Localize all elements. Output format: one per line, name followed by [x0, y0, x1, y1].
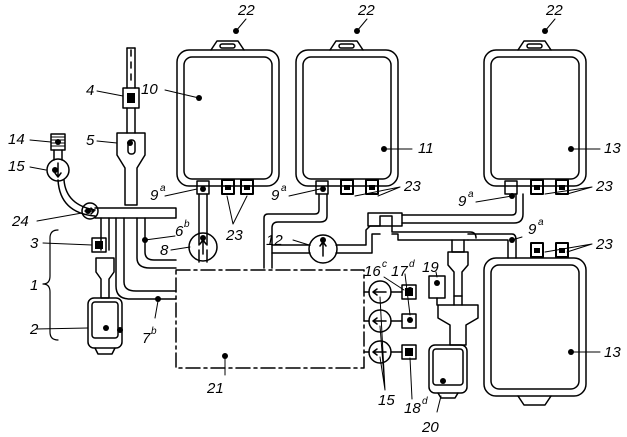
labels: 22 22 22 4 10 5 14 15 11 13 9 a 9 a 9 a …: [8, 2, 621, 436]
label-6b-sup: b: [184, 219, 190, 230]
label-16c: 16: [364, 263, 381, 280]
label-9a-1-sup: a: [160, 183, 166, 194]
label-10: 10: [141, 81, 158, 98]
label-23-d: 23: [595, 236, 613, 253]
label-5: 5: [86, 132, 95, 149]
bag-13-top: [483, 40, 587, 195]
label-11: 11: [418, 140, 434, 157]
label-9a-2: 9: [271, 187, 280, 204]
label-21: 21: [206, 380, 224, 397]
label-16c-sup: c: [382, 259, 387, 270]
label-6b: 6: [175, 223, 184, 240]
bag-13-bottom: [483, 257, 587, 406]
joint-dots: [52, 28, 574, 384]
leader-lines: [29, 18, 601, 413]
bag-20: [428, 344, 468, 399]
label-1: 1: [30, 277, 38, 294]
bracket-1: [42, 229, 59, 341]
label-9a-3: 9: [458, 193, 467, 210]
label-9a-2-sup: a: [281, 183, 287, 194]
label-3: 3: [30, 235, 39, 252]
ports-bag-13-bottom: [530, 242, 569, 258]
label-23-c: 23: [225, 227, 243, 244]
label-24: 24: [11, 213, 29, 230]
label-13-b: 13: [604, 344, 621, 361]
label-8: 8: [160, 242, 169, 259]
label-2: 2: [29, 321, 39, 338]
label-22-b: 22: [357, 2, 375, 19]
label-14: 14: [8, 131, 25, 148]
ports-bag-11: [340, 179, 379, 195]
bag-11: [295, 40, 399, 195]
label-15-left: 15: [8, 158, 25, 175]
label-9a-4: 9: [528, 221, 537, 238]
label-15-right: 15: [378, 392, 395, 409]
label-23-a: 23: [403, 178, 421, 195]
component-14: [50, 133, 66, 161]
label-7b: 7: [142, 330, 151, 347]
label-7b-sup: b: [151, 326, 157, 337]
label-17d-sup: d: [409, 259, 415, 270]
label-20: 20: [421, 419, 439, 436]
label-17d: 17: [391, 263, 408, 280]
label-18d-sup: d: [422, 396, 428, 407]
label-9a-1: 9: [150, 187, 159, 204]
bag-2: [87, 297, 123, 355]
device-21: [175, 269, 365, 369]
label-9a-3-sup: a: [468, 189, 474, 200]
bag-10: [176, 40, 280, 195]
label-4: 4: [86, 82, 94, 99]
label-13-a: 13: [604, 140, 621, 157]
ports-bag-10: [221, 179, 254, 195]
ports-bag-13-top: [530, 179, 569, 195]
label-19: 19: [422, 259, 439, 276]
label-22-c: 22: [545, 2, 563, 19]
label-12: 12: [266, 232, 283, 249]
label-22-a: 22: [237, 2, 255, 19]
pumps-15-right: [363, 280, 403, 364]
label-23-b: 23: [595, 178, 613, 195]
label-18d: 18: [404, 400, 421, 417]
tubing: [57, 47, 524, 346]
label-9a-4-sup: a: [538, 217, 544, 228]
